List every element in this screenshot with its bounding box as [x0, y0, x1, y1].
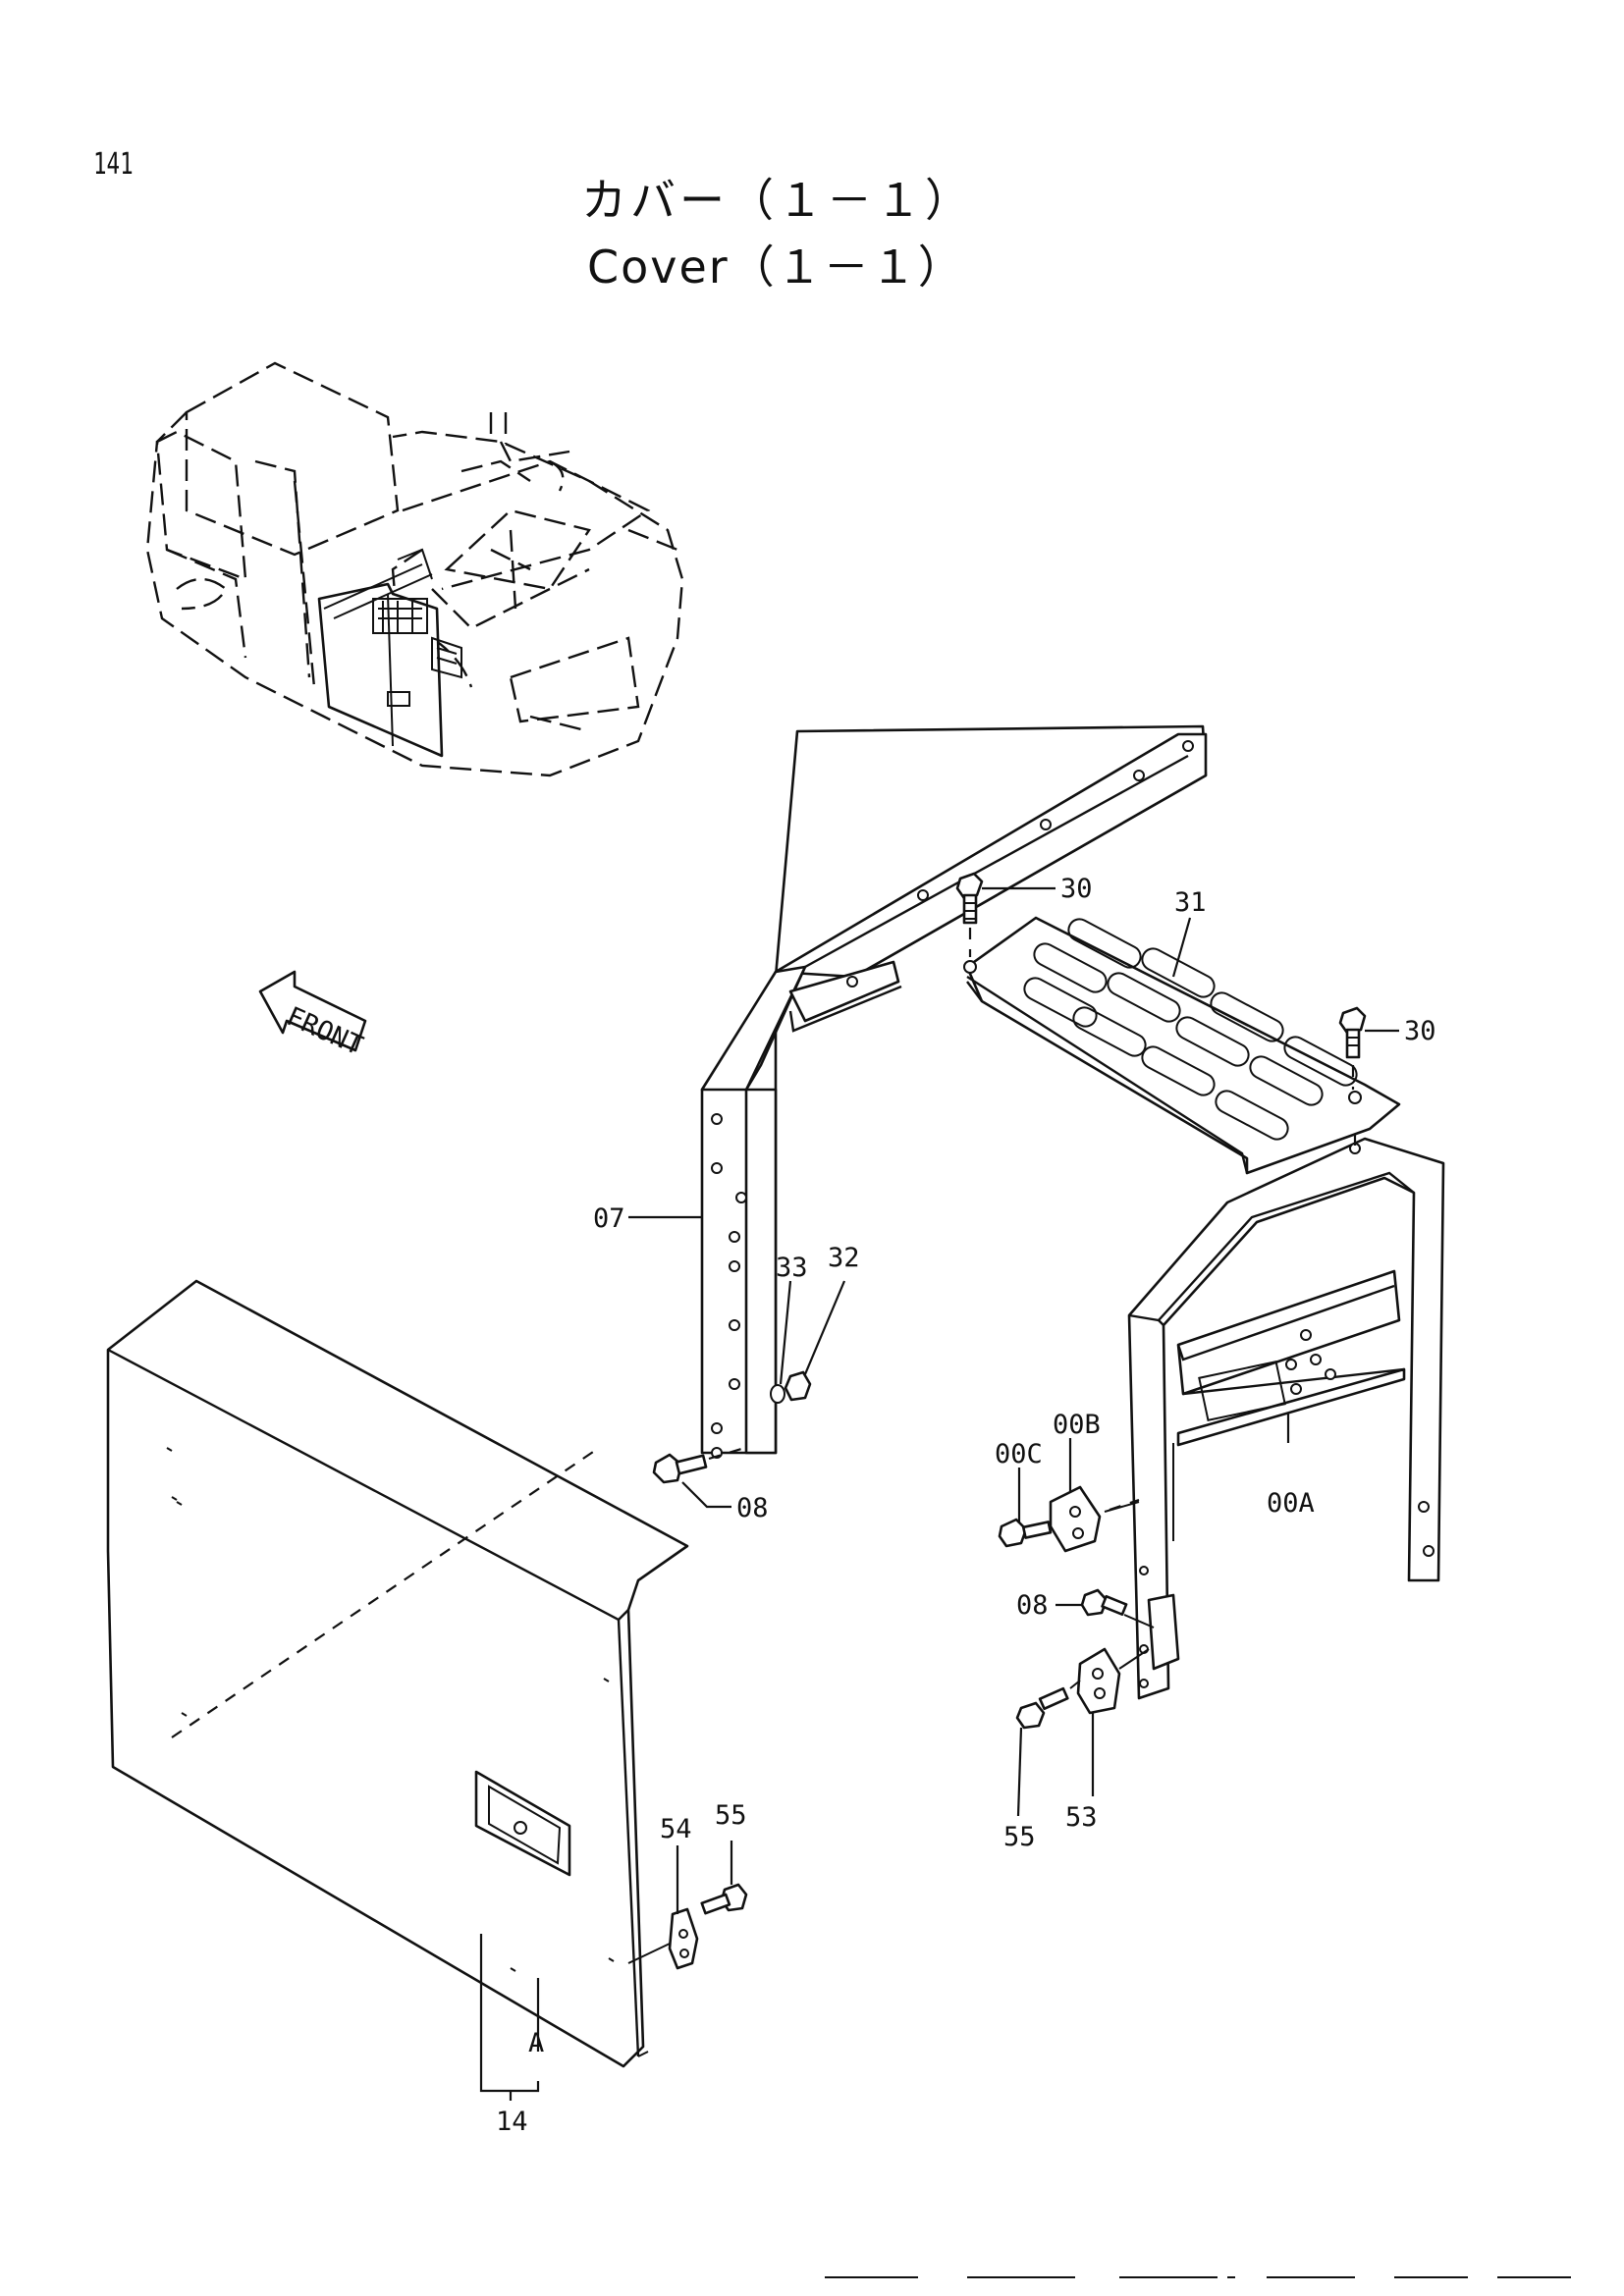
- callout-labels: 30 31 30 07 33 32 08 00B 00C 00A 08 53 5…: [496, 874, 1436, 2137]
- front-direction-arrow: FRONT: [258, 970, 367, 1061]
- excavator-overview-illustration: [145, 361, 684, 777]
- callout-33: 33: [776, 1253, 808, 1283]
- callout-30-right: 30: [1404, 1016, 1436, 1046]
- callout-53: 53: [1065, 1802, 1098, 1833]
- frame-00a: [1127, 1137, 1445, 1700]
- callout-31: 31: [1174, 887, 1207, 918]
- callout-00a: 00A: [1267, 1488, 1315, 1519]
- frame-07: [700, 724, 1208, 1459]
- callout-30-top: 30: [1060, 874, 1093, 904]
- leader-lines: [479, 886, 1399, 2101]
- callout-54: 54: [660, 1814, 692, 1844]
- callout-a: A: [528, 2028, 544, 2058]
- callout-14: 14: [496, 2107, 528, 2137]
- callout-08-right: 08: [1016, 1590, 1049, 1621]
- callout-08-left: 08: [736, 1493, 769, 1523]
- callout-07: 07: [593, 1203, 625, 1234]
- callout-00c: 00C: [995, 1439, 1043, 1469]
- callout-55-right: 55: [1003, 1822, 1036, 1852]
- callout-32: 32: [828, 1243, 860, 1273]
- page-title-japanese: カバー（１－１）: [581, 174, 974, 227]
- page-title-english: Cover（１－１）: [587, 240, 965, 294]
- door-panel-14: [106, 1279, 689, 2068]
- callout-00b: 00B: [1053, 1410, 1101, 1440]
- hardware-bolts: [627, 872, 1367, 1970]
- grille-cover-31: [963, 916, 1401, 1175]
- callout-55-left: 55: [715, 1800, 747, 1831]
- page-number: 141: [93, 147, 134, 182]
